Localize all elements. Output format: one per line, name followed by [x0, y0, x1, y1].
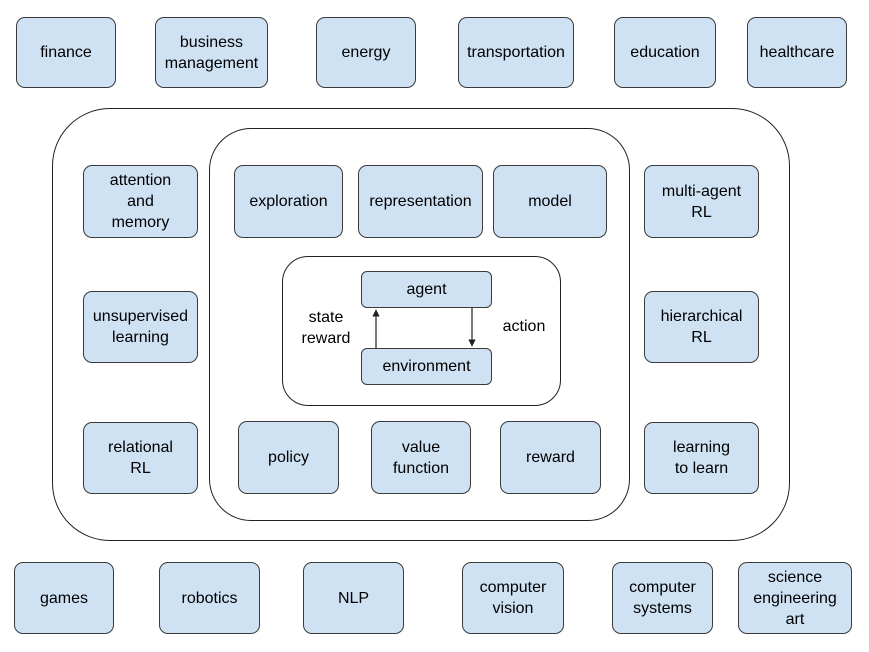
mechanism-multi-agent-rl: multi-agent RL — [644, 165, 759, 238]
elements-frame — [209, 128, 630, 521]
application-transportation: transportation — [458, 17, 574, 88]
application-games: games — [14, 562, 114, 634]
application-computer-systems: computer systems — [612, 562, 713, 634]
element-reward: reward — [500, 421, 601, 494]
mechanism-relational-rl: relational RL — [83, 422, 198, 494]
mechanism-attention-and-memory: attention and memory — [83, 165, 198, 238]
application-energy: energy — [316, 17, 416, 88]
element-value-function: value function — [371, 421, 471, 494]
element-model: model — [493, 165, 607, 238]
agent-box: agent — [361, 271, 492, 308]
application-science-engineering-art: science engineering art — [738, 562, 852, 634]
application-robotics: robotics — [159, 562, 260, 634]
application-education: education — [614, 17, 716, 88]
state-reward-label: state reward — [301, 309, 351, 347]
mechanism-learning-to-learn: learning to learn — [644, 422, 759, 494]
application-computer-vision: computer vision — [462, 562, 564, 634]
element-exploration: exploration — [234, 165, 343, 238]
application-business-management: business management — [155, 17, 268, 88]
mechanisms-frame — [52, 108, 790, 541]
environment-box: environment — [361, 348, 492, 385]
mechanism-hierarchical-rl: hierarchical RL — [644, 291, 759, 363]
element-policy: policy — [238, 421, 339, 494]
application-healthcare: healthcare — [747, 17, 847, 88]
element-representation: representation — [358, 165, 483, 238]
application-finance: finance — [16, 17, 116, 88]
action-label: action — [502, 318, 546, 335]
mechanism-unsupervised-learning: unsupervised learning — [83, 291, 198, 363]
core-frame — [282, 256, 561, 406]
application-nlp: NLP — [303, 562, 404, 634]
